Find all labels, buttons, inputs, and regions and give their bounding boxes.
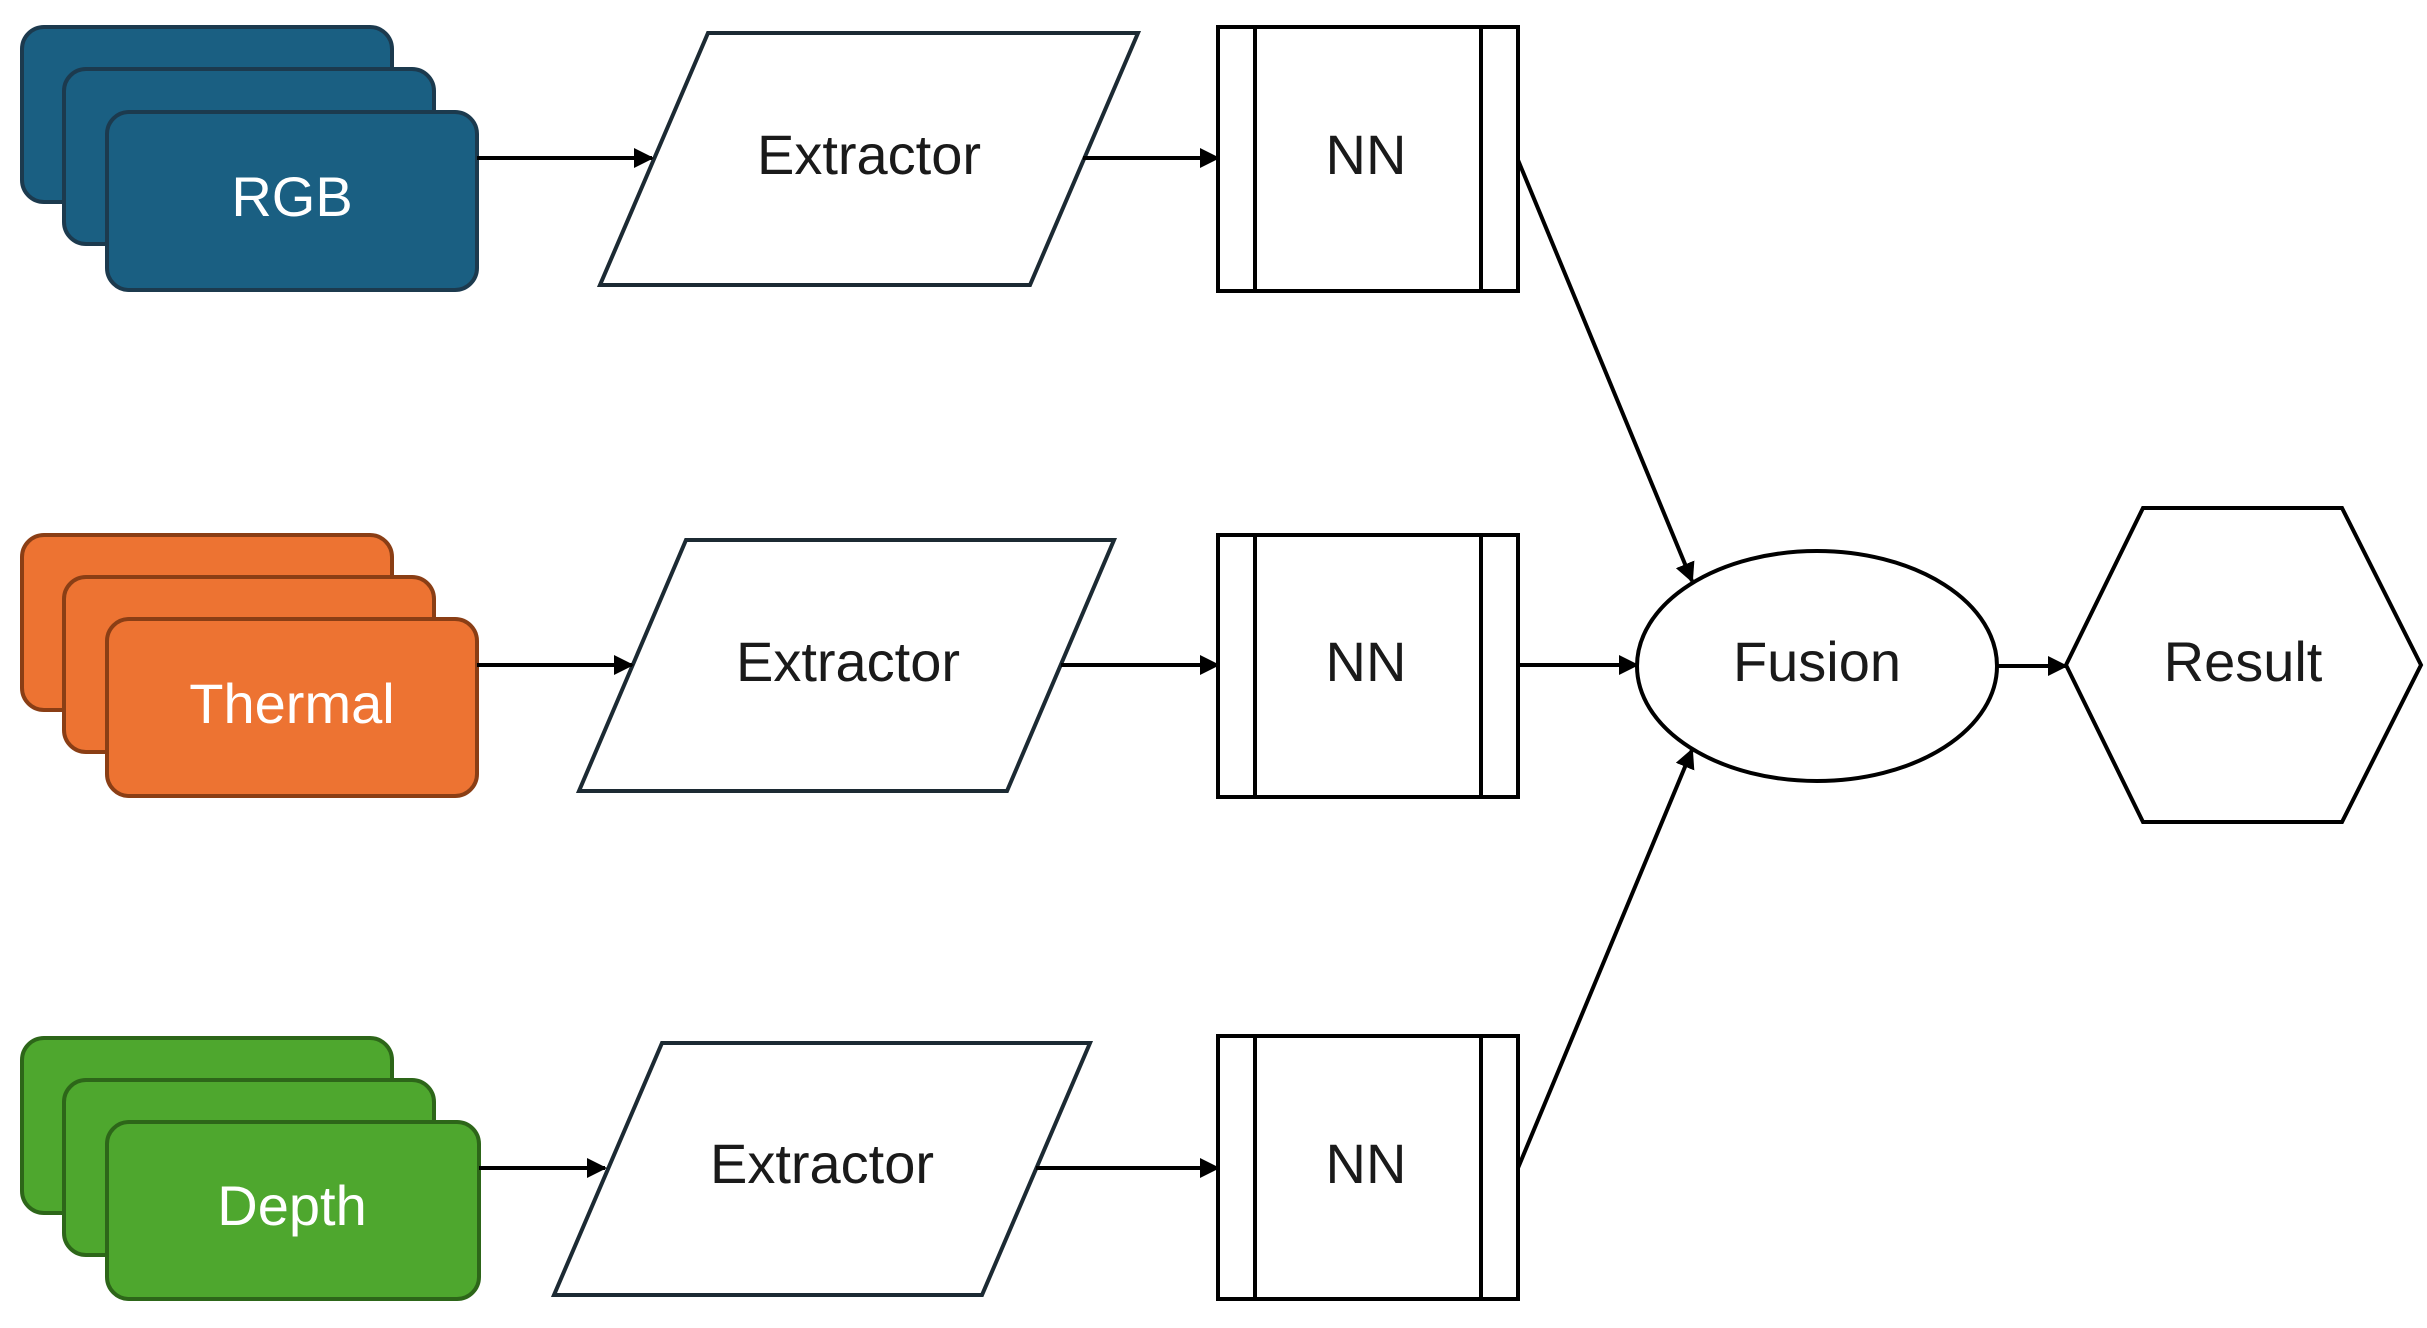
depth-input-stack: Depth [20,1036,481,1301]
fusion-node: Fusion [1635,549,1999,783]
extractor-thermal-label: Extractor [736,630,960,693]
depth-label: Depth [217,1174,366,1237]
extractor-depth: Extractor [550,1041,1094,1297]
nn-block-rgb: NN [1216,25,1520,293]
nn-block-depth: NN [1216,1034,1520,1301]
extractor-rgb-shape [596,31,1142,287]
extractor-thermal-shape [575,538,1118,793]
result-node: Result [2063,506,2424,824]
thermal-label: Thermal [189,672,394,735]
nn-thermal-label: NN [1326,630,1407,693]
result-label: Result [2164,630,2323,693]
rgb-label: RGB [231,165,352,228]
depth-card-front [105,1120,481,1301]
extractor-rgb-label: Extractor [757,123,981,186]
nn-block-thermal: NN [1216,533,1520,799]
rgb-card-front [105,110,479,292]
nn-depth-box [1216,1034,1520,1301]
thermal-input-stack: Thermal [20,533,479,798]
result-hexagon [2063,506,2424,824]
fusion-label: Fusion [1733,630,1901,693]
nn-depth-label: NN [1326,1132,1407,1195]
rgb-input-stack: RGB [20,25,479,292]
nn-rgb-box [1216,25,1520,293]
arrow-nn-rgb-to-fusion [1516,159,1695,583]
extractor-thermal: Extractor [575,538,1118,793]
nn-rgb-label: NN [1326,123,1407,186]
thermal-card-front [105,617,479,798]
extractor-depth-label: Extractor [710,1132,934,1195]
extractor-depth-shape [550,1041,1094,1297]
arrow-nn-depth-to-fusion [1516,748,1695,1169]
extractor-rgb: Extractor [596,31,1142,287]
